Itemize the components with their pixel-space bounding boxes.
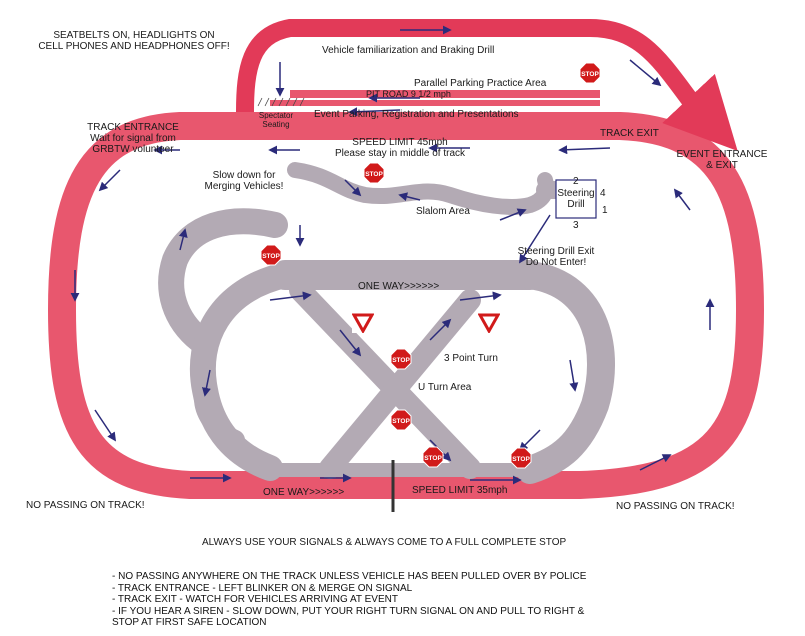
steering-exit-line-2: Do Not Enter! <box>525 257 587 268</box>
steering-drill-line-2: Drill <box>567 199 585 210</box>
stop-sign-icon: STOP <box>390 348 412 370</box>
direction-arrow-icon <box>348 107 401 117</box>
stop-sign-text: STOP <box>262 253 280 260</box>
stop-sign-icon: STOP <box>390 409 412 431</box>
spectator-line-2: Seating <box>262 120 290 129</box>
u-turn-area-label: U Turn Area <box>418 382 472 393</box>
direction-arrow-icon <box>459 291 502 301</box>
steering-exit-label: Steering Drill Exit Do Not Enter! <box>508 246 604 268</box>
event-entrance-line-1: EVENT ENTRANCE <box>676 149 768 160</box>
always-signals-label: ALWAYS USE YOUR SIGNALS & ALWAYS COME TO… <box>202 537 567 548</box>
direction-arrow-icon <box>269 291 312 301</box>
direction-arrow-icon <box>639 454 672 471</box>
yield-sign-icon <box>352 313 374 333</box>
three-point-turn-label: 3 Point Turn <box>444 353 498 364</box>
pit-road-strip <box>270 100 600 106</box>
slow-down-line-2: Merging Vehicles! <box>204 181 284 192</box>
rule-line: - IF YOU HEAR A SIREN - SLOW DOWN, PUT Y… <box>112 605 585 617</box>
stop-sign-text: STOP <box>365 171 383 178</box>
slow-down-line-1: Slow down for <box>212 170 276 181</box>
event-parking-label: Event Parking, Registration and Presenta… <box>314 109 519 120</box>
stop-sign-icon: STOP <box>579 62 601 84</box>
steering-exit-line-1: Steering Drill Exit <box>517 246 595 257</box>
parallel-parking-strip <box>290 90 600 98</box>
seatbelts-line-1: SEATBELTS ON, HEADLIGHTS ON <box>53 30 215 41</box>
track-entrance-line-1: TRACK ENTRANCE <box>87 122 179 133</box>
direction-arrow-icon <box>94 409 116 442</box>
pit-road-label: PIT ROAD 9 1/2 mph <box>366 89 451 99</box>
stop-sign-text: STOP <box>392 357 410 364</box>
infield-roads <box>158 162 615 484</box>
direction-arrow-icon <box>518 429 541 452</box>
top-loop-road <box>236 19 738 152</box>
steering-number-1: 1 <box>602 205 608 216</box>
stop-sign-icon: STOP <box>260 244 282 266</box>
direction-arrow-icon <box>98 169 121 192</box>
slow-down-label: Slow down for Merging Vehicles! <box>196 170 292 192</box>
stop-sign-icon: STOP <box>422 446 444 468</box>
speed-limit-top-label: SPEED LIMIT 45mph Please stay in middle … <box>330 137 470 159</box>
stay-middle-text: Please stay in middle of track <box>334 148 466 159</box>
event-entrance-label: EVENT ENTRANCE & EXIT <box>670 149 774 171</box>
one-way-bottom-label: ONE WAY>>>>>> <box>263 487 345 498</box>
direction-arrow-icon <box>339 329 362 357</box>
stop-sign-text: STOP <box>424 455 442 462</box>
steering-drill-line-1: Steering <box>557 188 595 199</box>
spectator-seating-label: Spectator Seating <box>250 111 302 129</box>
rule-line: - TRACK EXIT - WATCH FOR VEHICLES ARRIVI… <box>112 594 398 606</box>
direction-arrow-icon <box>178 228 188 251</box>
track-exit-label: TRACK EXIT <box>600 128 659 139</box>
one-way-top-label: ONE WAY>>>>>> <box>358 281 440 292</box>
direction-arrow-icon <box>558 145 611 155</box>
stop-sign-text: STOP <box>581 71 599 78</box>
direction-arrow-icon <box>201 369 211 397</box>
stop-sign-icon: STOP <box>363 162 385 184</box>
steering-drill-label: Steering Drill <box>556 188 596 210</box>
direction-arrow-icon <box>398 192 421 202</box>
track-entrance-line-3: GRBTW volunteer <box>92 144 174 155</box>
steering-number-4: 4 <box>600 188 606 199</box>
parallel-parking-label: Parallel Parking Practice Area <box>414 78 547 89</box>
direction-arrow-icon <box>673 188 691 211</box>
rules-notes: - NO PASSING ANYWHERE ON THE TRACK UNLES… <box>112 571 586 629</box>
direction-arrow-icon <box>344 179 362 197</box>
stop-sign-text: STOP <box>512 456 530 463</box>
rule-line: - NO PASSING ANYWHERE ON THE TRACK UNLES… <box>112 571 587 582</box>
outer-track <box>47 112 765 499</box>
rule-line: - TRACK ENTRANCE - LEFT BLINKER ON & MER… <box>112 582 413 594</box>
seatbelts-line-2: CELL PHONES AND HEADPHONES OFF! <box>38 41 230 52</box>
yield-sign-icon <box>478 313 500 333</box>
steering-number-3: 3 <box>573 220 579 231</box>
steering-drill-box <box>555 179 597 219</box>
speed-limit-bottom-label: SPEED LIMIT 35mph <box>412 485 508 496</box>
no-passing-right-label: NO PASSING ON TRACK! <box>616 501 735 512</box>
stop-sign-text: STOP <box>392 418 410 425</box>
direction-arrow-icon <box>429 318 452 341</box>
speed-limit-top: SPEED LIMIT 45mph <box>352 137 448 148</box>
direction-arrow-icon <box>629 59 662 87</box>
track-entrance-label: TRACK ENTRANCE Wait for signal from GRBT… <box>78 122 188 155</box>
slalom-area-label: Slalom Area <box>416 206 470 217</box>
steering-number-2: 2 <box>573 176 579 187</box>
no-passing-left-label: NO PASSING ON TRACK! <box>26 500 145 511</box>
rule-line: STOP AT FIRST SAFE LOCATION <box>112 617 267 629</box>
spectator-seating-hatch <box>257 97 305 107</box>
direction-arrow-icon <box>569 359 579 392</box>
spectator-line-1: Spectator <box>258 111 294 120</box>
track-entrance-line-2: Wait for signal from <box>90 133 176 144</box>
stop-sign-icon: STOP <box>510 447 532 469</box>
event-entrance-line-2: & EXIT <box>706 160 738 171</box>
direction-arrow-icon <box>499 208 527 221</box>
vehicle-familiarization-label: Vehicle familiarization and Braking Dril… <box>322 45 495 56</box>
seatbelts-warning: SEATBELTS ON, HEADLIGHTS ON CELL PHONES … <box>24 30 244 52</box>
direction-arrow-icon <box>519 214 551 264</box>
